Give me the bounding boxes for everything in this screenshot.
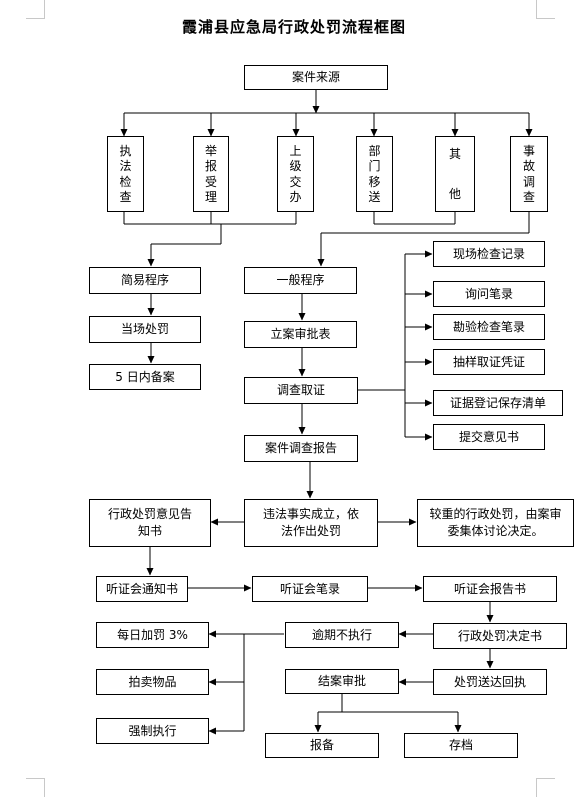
- corner-mark: [536, 0, 555, 19]
- evidence-list-box: 证据登记保存清单: [433, 390, 563, 416]
- char: 事: [522, 143, 535, 158]
- char: 故: [522, 159, 535, 174]
- char: 受: [204, 174, 217, 189]
- submit-opinion-box: 提交意见书: [433, 424, 545, 450]
- daily-fine-box: 每日加罚 3%: [96, 622, 209, 648]
- char: 送: [368, 190, 381, 205]
- char: 级: [289, 159, 302, 174]
- onsite-penalty-box: 当场处罚: [89, 316, 201, 343]
- char: 理: [204, 190, 217, 205]
- archive-box: 存档: [404, 733, 518, 758]
- sampling-box: 抽样取证凭证: [433, 349, 545, 375]
- char: 执: [119, 143, 132, 158]
- collective-decision-box: 较重的行政处罚，由案审委集体讨论决定。: [417, 499, 574, 547]
- corner-mark: [26, 778, 45, 797]
- inquiry-record-box: 询问笔录: [433, 281, 545, 307]
- char: 法: [119, 159, 132, 174]
- corner-mark: [536, 778, 555, 797]
- char: 报: [204, 159, 217, 174]
- hearing-notice-box: 听证会通知书: [96, 576, 188, 602]
- page-title: 霞浦县应急局行政处罚流程框图: [181, 18, 406, 36]
- char: 检: [119, 174, 132, 189]
- char: 上: [289, 143, 302, 158]
- hearing-report-box: 听证会报告书: [423, 576, 557, 602]
- char: 门: [368, 159, 381, 174]
- hearing-record-box: 听证会笔录: [252, 576, 368, 602]
- penalty-decision-box: 行政处罚决定书: [433, 623, 567, 649]
- overdue-box: 逾期不执行: [285, 622, 399, 648]
- report-filing-box: 报备: [265, 733, 379, 758]
- simple-procedure-box: 简易程序: [89, 267, 201, 294]
- char: 调: [522, 174, 535, 189]
- violation-box: 违法事实成立，依法作出处罚: [244, 499, 378, 547]
- char: 他: [448, 187, 461, 201]
- closing-approval-box: 结案审批: [285, 669, 399, 694]
- penalty-notice-box: 行政处罚意见告知书: [89, 499, 211, 547]
- source-other-box: 其 他: [435, 136, 475, 212]
- enforce-box: 强制执行: [96, 718, 209, 744]
- investigation-box: 调查取证: [244, 377, 358, 404]
- onsite-record-box: 现场检查记录: [433, 241, 545, 267]
- source-transfer-box: 部 门 移 送: [356, 136, 393, 212]
- char: 查: [119, 190, 132, 205]
- delivery-receipt-box: 处罚送达回执: [433, 669, 547, 695]
- source-inspect-box: 执 法 检 查: [107, 136, 144, 212]
- source-accident-box: 事 故 调 查: [510, 136, 548, 212]
- char: 举: [204, 143, 217, 158]
- case-approval-box: 立案审批表: [244, 321, 357, 348]
- survey-record-box: 勘验检查笔录: [433, 314, 545, 340]
- auction-box: 拍卖物品: [96, 669, 209, 695]
- filing-5day-box: 5 日内备案: [89, 364, 201, 390]
- case-source-box: 案件来源: [244, 65, 388, 90]
- source-superior-box: 上 级 交 办: [277, 136, 314, 212]
- char: 查: [522, 190, 535, 205]
- source-report-box: 举 报 受 理: [193, 136, 229, 212]
- char: 部: [368, 143, 381, 158]
- investigation-report-box: 案件调查报告: [244, 435, 358, 462]
- char: 交: [289, 174, 302, 189]
- general-procedure-box: 一般程序: [244, 267, 357, 294]
- char: 移: [368, 174, 381, 189]
- char: 其: [448, 147, 461, 161]
- corner-mark: [26, 0, 45, 19]
- char: 办: [289, 190, 302, 205]
